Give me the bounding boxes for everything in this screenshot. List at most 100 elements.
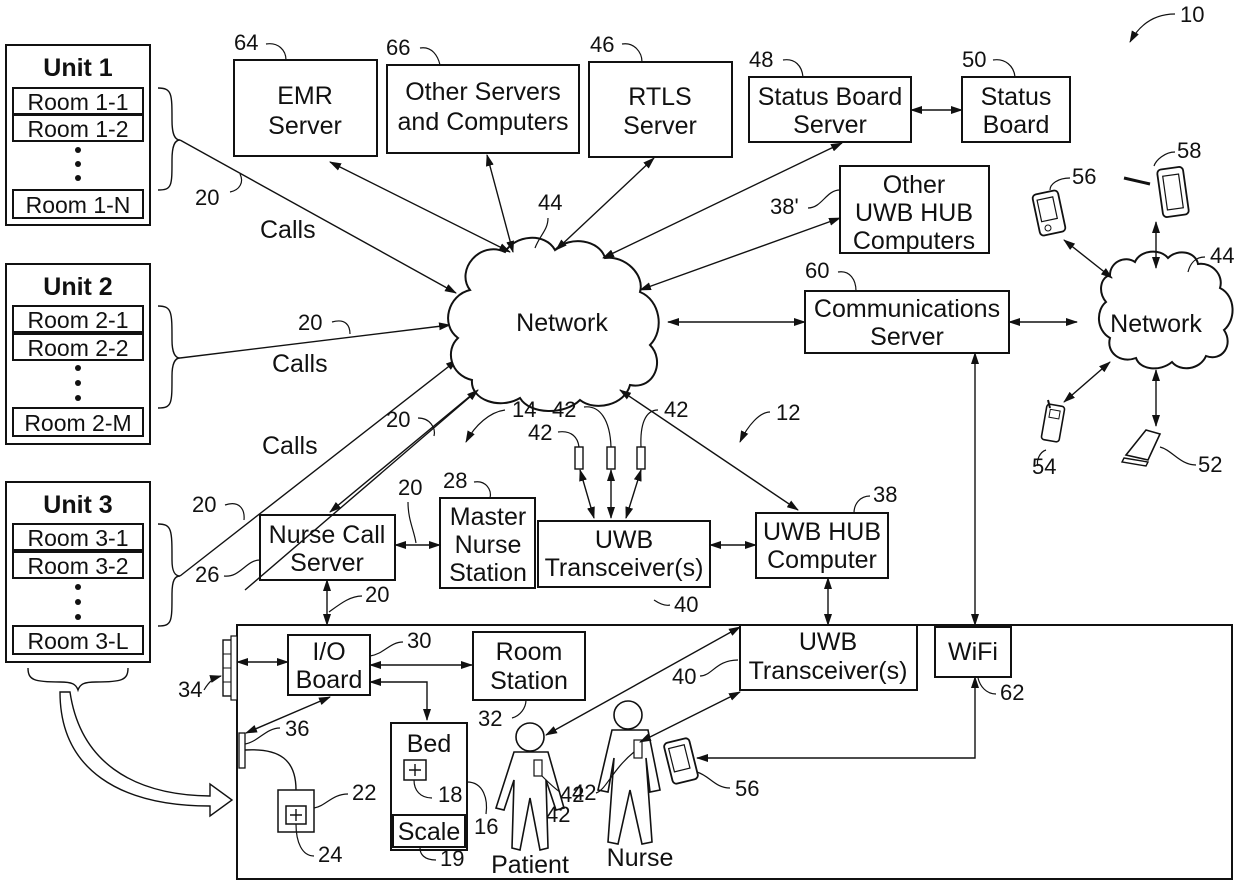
- diagram-label: Transceiver(s): [545, 554, 704, 582]
- diagram-label: 24: [318, 842, 342, 867]
- diagram-label: Room 1-2: [28, 116, 129, 142]
- diagram-label: Room 2-M: [24, 410, 131, 436]
- diagram-label: 28: [443, 468, 467, 493]
- diagram-label: 14: [512, 397, 536, 422]
- diagram-label: Bed: [407, 730, 451, 758]
- pda-device-icon: [1032, 190, 1066, 236]
- io-board[interactable]: I/O Board: [288, 635, 370, 695]
- diagram-label: UWB HUB: [763, 518, 881, 546]
- status-board[interactable]: Status Board: [962, 77, 1070, 142]
- diagram-label: Room: [496, 638, 563, 666]
- diagram-label: 56: [735, 776, 759, 801]
- diagram-label: Server: [793, 111, 867, 139]
- diagram-label: 19: [440, 846, 464, 871]
- diagram-label: 42: [552, 397, 576, 422]
- tablet-device-icon: [1124, 166, 1189, 217]
- diagram-label: 18: [438, 782, 462, 807]
- diagram-label: 42: [528, 420, 552, 445]
- diagram-label: Server: [870, 323, 944, 351]
- uwb-transceivers-station[interactable]: UWB Transceiver(s): [538, 521, 710, 587]
- diagram-label: Unit 2: [43, 273, 112, 301]
- diagram-label: 26: [195, 562, 219, 587]
- diagram-label: 48: [749, 47, 773, 72]
- diagram-label: Server: [290, 549, 364, 577]
- diagram-label: 56: [1072, 164, 1096, 189]
- diagram-label: 46: [590, 32, 614, 57]
- diagram-label: 54: [1032, 454, 1056, 479]
- diagram-label: WiFi: [948, 638, 998, 666]
- diagram-label: 40: [674, 592, 698, 617]
- diagram-label: I/O: [312, 638, 345, 666]
- diagram-label: 58: [1177, 138, 1201, 163]
- diagram-label: 40: [672, 664, 696, 689]
- figure-ref: 10: [1130, 2, 1204, 42]
- diagram-label: 60: [805, 258, 829, 283]
- wifi-access-point[interactable]: WiFi: [935, 627, 1011, 677]
- patient-label: Patient: [491, 851, 569, 879]
- diagram-label: Communications: [814, 295, 1000, 323]
- diagram-label: Network: [516, 309, 608, 337]
- diagram-label: Other Servers: [405, 78, 561, 106]
- diagram-label: 44: [1210, 243, 1234, 268]
- diagram-label: 22: [352, 780, 376, 805]
- diagram-label: UWB: [595, 526, 653, 554]
- expand-arrow: [60, 692, 232, 816]
- diagram-label: 42: [664, 397, 688, 422]
- diagram-label: 20: [298, 310, 322, 335]
- diagram-label: Room 3-2: [28, 553, 129, 579]
- jack-icon: [239, 733, 245, 768]
- diagram-label: 66: [386, 35, 410, 60]
- emr-server[interactable]: EMR Server: [234, 60, 377, 156]
- diagram-label: Station: [490, 667, 568, 695]
- communications-server[interactable]: Communications Server: [805, 291, 1009, 353]
- diagram-label: Nurse: [455, 531, 522, 559]
- diagram-label: 52: [1198, 452, 1222, 477]
- diagram-label: 34: [178, 677, 202, 702]
- diagram-label: Scale: [398, 818, 461, 846]
- diagram-label: Room 1-1: [28, 89, 129, 115]
- diagram-label: 64: [234, 30, 258, 55]
- diagram-label: 36: [285, 716, 309, 741]
- room-station[interactable]: Room Station: [473, 632, 585, 700]
- diagram-label: 20: [195, 185, 219, 210]
- master-nurse-station[interactable]: Master Nurse Station: [440, 498, 535, 588]
- other-uwb-hub-computers[interactable]: Other UWB HUB Computers: [840, 166, 989, 255]
- diagram-label: 42: [546, 802, 570, 827]
- diagram-label: and Computers: [398, 108, 569, 136]
- diagram-label: Room 3-L: [28, 628, 129, 654]
- cell-phone-icon: [1041, 400, 1065, 442]
- diagram-label: 10: [1180, 2, 1204, 27]
- network-cloud: Network: [448, 238, 659, 411]
- diagram-label: RTLS: [628, 83, 691, 111]
- unit-3: Unit 3 Room 3-1 Room 3-2 Room 3-L: [6, 482, 150, 662]
- diagram-label: Room 2-2: [28, 335, 129, 361]
- nurse-call-server[interactable]: Nurse Call Server: [260, 515, 395, 580]
- network-cloud-mobile: Network: [1099, 252, 1233, 369]
- calls-label: Calls: [260, 216, 316, 244]
- diagram-label: Room 3-1: [28, 525, 129, 551]
- room-uwb-transceivers[interactable]: UWB Transceiver(s): [740, 625, 917, 690]
- wall-panel-icon: [223, 636, 237, 700]
- status-board-server[interactable]: Status Board Server: [749, 77, 911, 142]
- diagram-label: Board: [296, 666, 363, 694]
- diagram-label: Computer: [767, 546, 877, 574]
- diagram-label: Network: [1110, 310, 1202, 338]
- diagram-label: Server: [268, 112, 342, 140]
- rtls-server[interactable]: RTLS Server: [589, 62, 732, 157]
- flip-phone-icon: [1122, 430, 1160, 466]
- diagram-label: UWB HUB: [855, 199, 973, 227]
- diagram-label: Board: [983, 111, 1050, 139]
- other-servers[interactable]: Other Servers and Computers: [387, 65, 579, 153]
- diagram-label: 30: [407, 628, 431, 653]
- diagram-label: Transceiver(s): [749, 657, 908, 685]
- diagram-label: Status: [981, 83, 1052, 111]
- diagram-label: Master: [450, 503, 526, 531]
- calls-label: Calls: [262, 432, 318, 460]
- diagram-label: Nurse Call: [269, 521, 386, 549]
- diagram-label: EMR: [277, 82, 333, 110]
- diagram-label: 20: [365, 582, 389, 607]
- diagram-label: 42: [572, 780, 596, 805]
- unit-1: Unit 1 Room 1-1 Room 1-2 Room 1-N: [6, 45, 150, 225]
- uwb-hub-computer[interactable]: UWB HUB Computer: [756, 513, 888, 578]
